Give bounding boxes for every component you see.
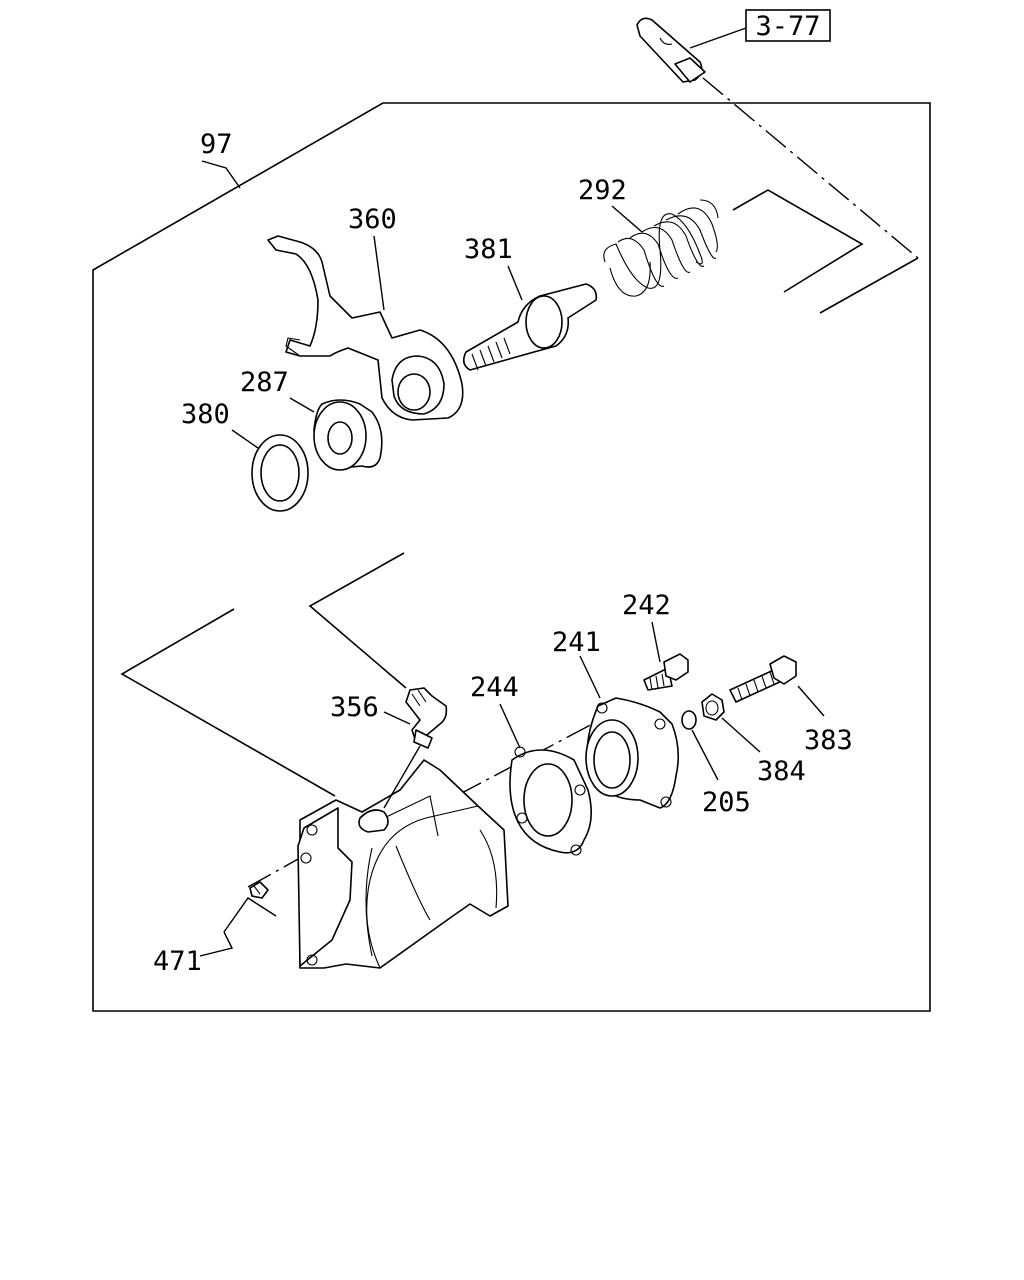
label-471: 471 [153, 946, 202, 977]
label-380: 380 [181, 399, 230, 430]
bolt-242 [643, 653, 689, 691]
label-356: 356 [330, 692, 379, 723]
reference-box[interactable]: 3-77 [745, 9, 831, 42]
label-381: 381 [464, 234, 513, 265]
cylinder-housing [297, 759, 509, 969]
assembly-frame [92, 102, 931, 1012]
shift-fork [267, 235, 464, 421]
label-97: 97 [200, 129, 233, 160]
elbow-fitting [405, 687, 448, 749]
nut [701, 693, 725, 721]
label-244: 244 [470, 672, 519, 703]
seal-cup [313, 399, 383, 471]
spring [603, 199, 719, 297]
label-205: 205 [702, 787, 751, 818]
label-383: 383 [804, 725, 853, 756]
bleeder-plug [249, 881, 269, 899]
gasket [509, 746, 592, 856]
label-242: 242 [622, 590, 671, 621]
ring [251, 434, 309, 512]
bolt-383 [729, 655, 797, 703]
washer [681, 710, 697, 730]
label-360: 360 [348, 204, 397, 235]
cover-flange [585, 697, 680, 809]
label-384: 384 [757, 756, 806, 787]
label-241: 241 [552, 627, 601, 658]
label-287: 287 [240, 367, 289, 398]
label-292: 292 [578, 175, 627, 206]
hose-pipe [636, 17, 706, 83]
shaft [462, 283, 598, 371]
reference-box-label: 3-77 [755, 11, 820, 42]
